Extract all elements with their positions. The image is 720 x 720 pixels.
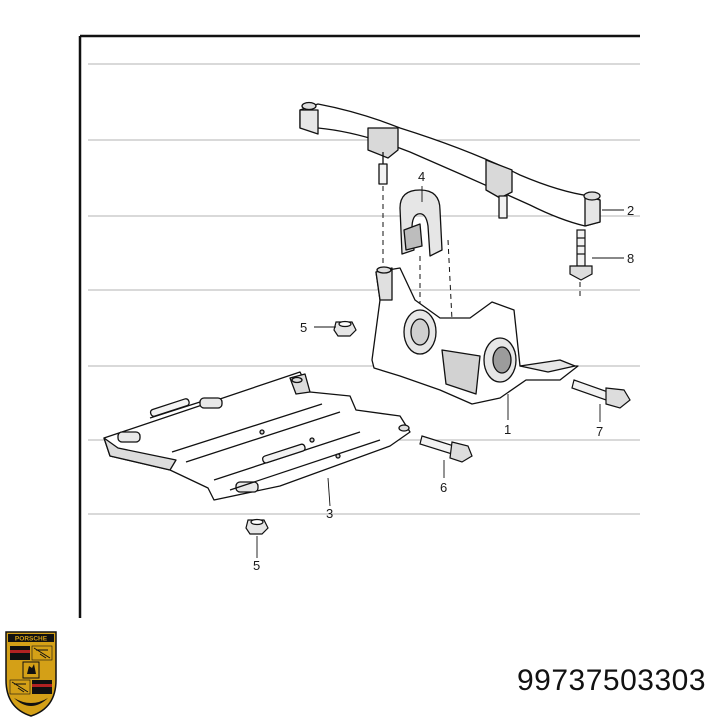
callout-8: 8: [627, 251, 634, 266]
leader-lines: [256, 186, 624, 558]
callout-2: 2: [627, 203, 634, 218]
part-8-bolt: [569, 229, 593, 281]
callout-5-upper: 5: [300, 320, 307, 335]
part-6-bolt: [419, 435, 473, 463]
callout-4: 4: [418, 169, 425, 184]
part-5-nut-upper: [333, 320, 357, 337]
guide-lines: [88, 63, 640, 515]
callout-7: 7: [596, 424, 603, 439]
callout-6: 6: [440, 480, 447, 495]
part-5-nut-lower: [245, 518, 269, 535]
part-2-cross-member: [299, 101, 601, 227]
callout-5-lower: 5: [253, 558, 260, 573]
logo-wordmark: PORSCHE: [15, 636, 48, 643]
callout-1: 1: [504, 422, 511, 437]
diagram-frame: [78, 34, 640, 618]
part-3-skid-plate: [103, 371, 411, 501]
callout-3: 3: [326, 506, 333, 521]
part-1-engine-mount: [371, 266, 579, 405]
part-7-bolt: [571, 379, 631, 409]
part-4-clip: [399, 189, 443, 257]
part-number: 99737503303: [516, 664, 706, 697]
porsche-crest-icon: PORSCHE: [5, 631, 57, 717]
alignment-lines: [382, 186, 581, 321]
